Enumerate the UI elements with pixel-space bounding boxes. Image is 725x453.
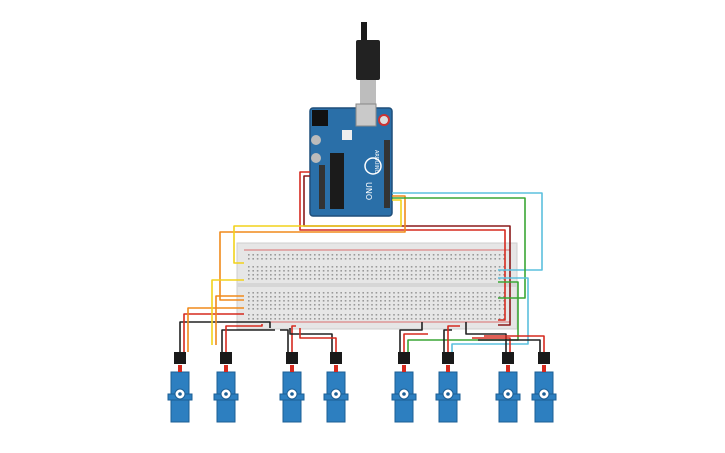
wire-servo7-gnd: [465, 322, 507, 355]
wire-servo3-vcc: [291, 325, 296, 352]
wire-servo1-sig: [187, 307, 244, 352]
atmega-chip: [330, 153, 344, 209]
arduino-model-label: UNO: [364, 182, 373, 200]
power-jack: [312, 110, 328, 126]
wire-signal-green: [392, 197, 526, 299]
wire-servo6-sig: [451, 277, 529, 355]
wire-servo4-vcc: [299, 328, 337, 352]
usb-port: [355, 103, 377, 127]
wire-servo8-gnd: [478, 339, 541, 357]
wire-servo6-gnd: [443, 329, 452, 355]
arduino-logo-icon: [364, 157, 382, 175]
wire-signal-cyan: [392, 192, 543, 271]
wire-servo7-vcc: [472, 337, 511, 355]
servo-5: [391, 352, 417, 423]
servo-motors: [167, 352, 557, 423]
servo-1: [167, 352, 193, 423]
usb-cable: [356, 22, 380, 104]
wire-servo2-sig: [211, 279, 244, 345]
wires: [179, 171, 545, 357]
servo-8: [531, 352, 557, 423]
wire-servo5-gnd: [399, 322, 423, 355]
wire-servo1-gnd: [179, 321, 271, 352]
wire-servo3-sig: [215, 295, 244, 345]
wire-5v: [299, 171, 506, 321]
wire-signal-orange: [219, 195, 406, 301]
wire-servo3-gnd: [280, 329, 289, 352]
wire-servo1-vcc: [183, 313, 244, 352]
wire-servo2-vcc: [225, 324, 263, 352]
servo-2: [213, 352, 239, 423]
wire-servo2-gnd: [221, 329, 275, 352]
wire-servo5-vcc: [403, 333, 428, 355]
servo-4: [323, 352, 349, 423]
wire-signal-yellow: [233, 199, 402, 264]
wire-servo8-vcc: [484, 335, 545, 357]
reset-button: [378, 114, 390, 126]
wire-gnd: [303, 175, 511, 326]
arduino-uno-board: ARDUINO UNO: [309, 103, 393, 217]
arduino-brand-label: ARDUINO: [373, 150, 379, 174]
wire-servo4-gnd: [289, 328, 333, 352]
breadboard: [236, 242, 518, 330]
wire-servo6-vcc: [447, 325, 460, 355]
servo-3: [279, 352, 305, 423]
servo-7: [495, 352, 521, 423]
servo-6: [435, 352, 461, 423]
breadboard-holes: [248, 254, 505, 320]
